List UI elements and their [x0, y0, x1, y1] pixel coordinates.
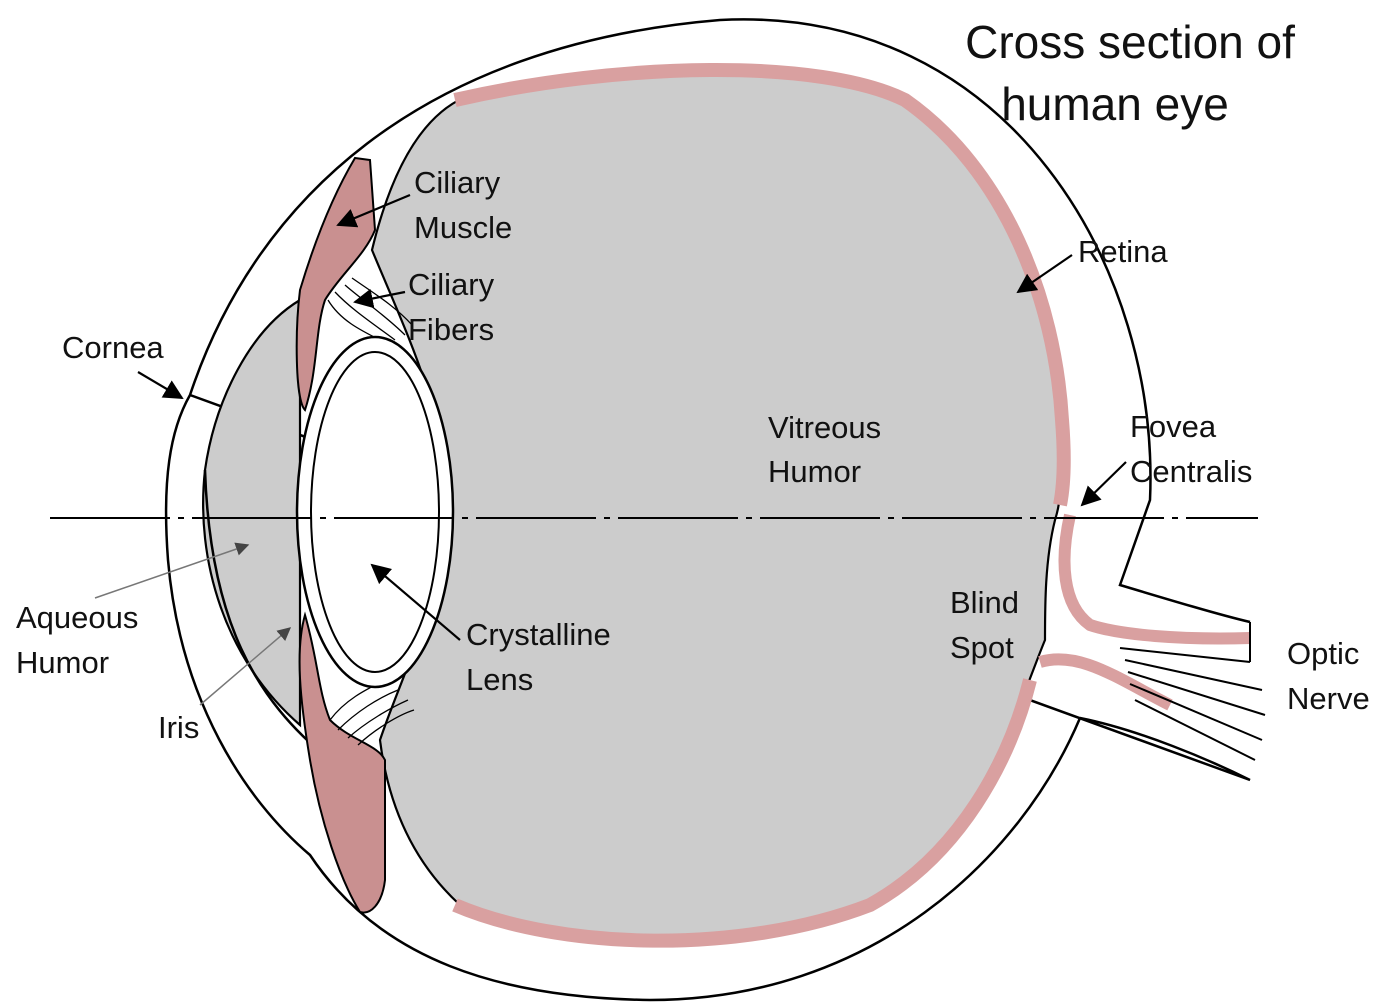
label-iris: Iris: [158, 710, 199, 745]
label-ciliary-muscle-2: Muscle: [414, 210, 512, 245]
label-vitreous-humor-1: Vitreous: [768, 410, 881, 445]
arrow-fovea-centralis: [1082, 462, 1126, 505]
label-fovea-centralis-1: Fovea: [1130, 409, 1217, 444]
label-fovea-centralis-2: Centralis: [1130, 454, 1252, 489]
label-ciliary-fibers-1: Ciliary: [408, 267, 495, 302]
label-optic-nerve-1: Optic: [1287, 636, 1359, 671]
label-optic-nerve-2: Nerve: [1287, 681, 1370, 716]
label-ciliary-fibers-2: Fibers: [408, 312, 494, 347]
retina-near-optic-nerve: [1065, 515, 1250, 638]
label-crystalline-lens-2: Lens: [466, 662, 533, 697]
lens-inner: [311, 352, 439, 672]
label-ciliary-muscle-1: Ciliary: [414, 165, 501, 200]
diagram-title-line2: human eye: [1001, 78, 1229, 130]
arrow-cornea: [138, 372, 182, 398]
label-cornea: Cornea: [62, 330, 164, 365]
label-blind-spot-1: Blind: [950, 585, 1019, 620]
diagram-title-line1: Cross section of: [965, 16, 1295, 68]
label-crystalline-lens-1: Crystalline: [466, 617, 611, 652]
label-aqueous-humor-2: Humor: [16, 645, 109, 680]
label-aqueous-humor-1: Aqueous: [16, 600, 138, 635]
label-blind-spot-2: Spot: [950, 630, 1014, 665]
label-vitreous-humor-2: Humor: [768, 454, 861, 489]
label-retina: Retina: [1078, 234, 1168, 269]
